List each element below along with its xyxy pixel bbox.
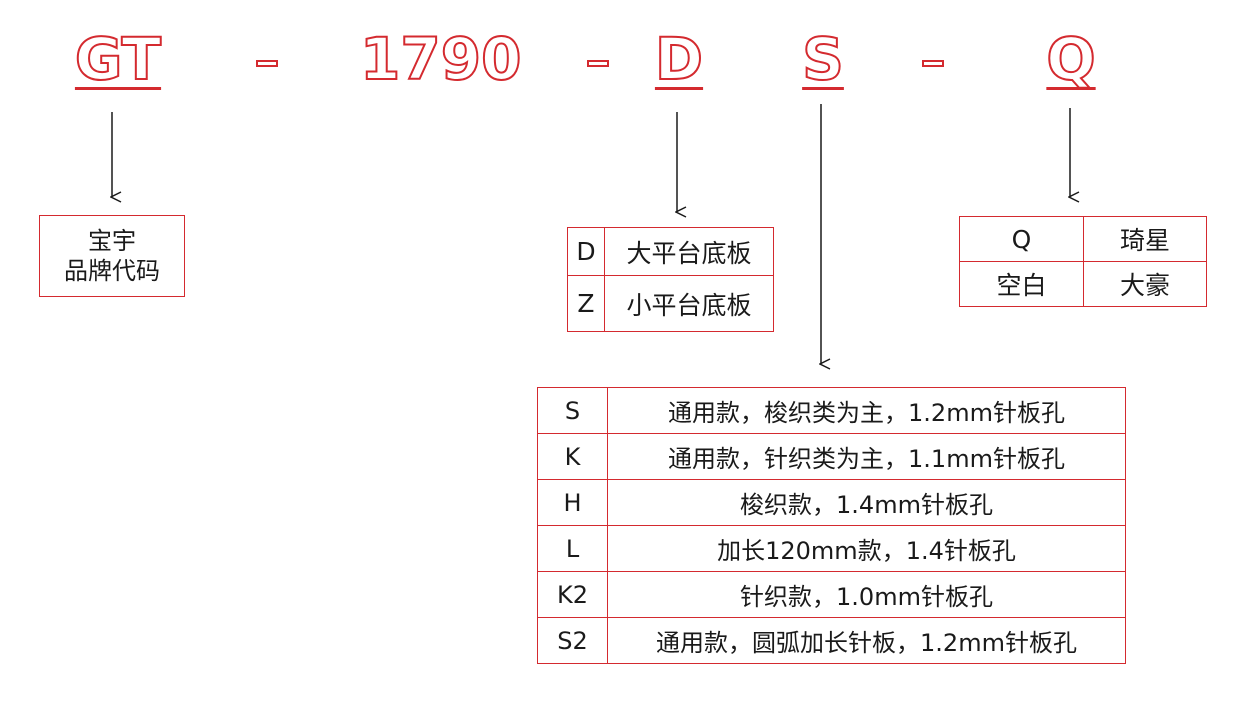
table-row: S 通用款，梭织类为主，1.2mm针板孔 bbox=[537, 387, 1126, 434]
table-row: Q 琦星 bbox=[959, 216, 1207, 262]
table-row: L 加长120mm款，1.4针板孔 bbox=[537, 525, 1126, 572]
board-desc: 小平台底板 bbox=[604, 275, 774, 332]
code-model: 1790 bbox=[359, 24, 522, 94]
needle-desc: 加长120mm款，1.4针板孔 bbox=[607, 525, 1126, 572]
code-needle: S bbox=[801, 24, 845, 94]
needle-code: S2 bbox=[537, 617, 608, 664]
brand-box-line2: 品牌代码 bbox=[64, 257, 160, 285]
table-row: 空白 大豪 bbox=[959, 261, 1207, 307]
board-desc: 大平台底板 bbox=[604, 227, 774, 276]
variant-desc: 琦星 bbox=[1083, 216, 1207, 262]
needle-code: L bbox=[537, 525, 608, 572]
variant-desc: 大豪 bbox=[1083, 261, 1207, 307]
separator-dash-1 bbox=[256, 60, 278, 67]
code-brand: GT bbox=[74, 24, 162, 94]
needle-desc: 通用款，梭织类为主，1.2mm针板孔 bbox=[607, 387, 1126, 434]
needle-code: K2 bbox=[537, 571, 608, 618]
needle-desc: 通用款，圆弧加长针板，1.2mm针板孔 bbox=[607, 617, 1126, 664]
table-row: H 梭织款，1.4mm针板孔 bbox=[537, 479, 1126, 526]
needle-table: S 通用款，梭织类为主，1.2mm针板孔 K 通用款，针织类为主，1.1mm针板… bbox=[537, 387, 1126, 664]
board-code: Z bbox=[567, 275, 605, 332]
variant-code: 空白 bbox=[959, 261, 1084, 307]
code-board: D bbox=[654, 24, 704, 94]
variant-table: Q 琦星 空白 大豪 bbox=[959, 216, 1207, 307]
table-row: K 通用款，针织类为主，1.1mm针板孔 bbox=[537, 433, 1126, 480]
brand-code-box: 宝宇 品牌代码 bbox=[39, 215, 185, 297]
code-variant: Q bbox=[1045, 24, 1096, 94]
needle-desc: 梭织款，1.4mm针板孔 bbox=[607, 479, 1126, 526]
board-code: D bbox=[567, 227, 605, 276]
needle-desc: 针织款，1.0mm针板孔 bbox=[607, 571, 1126, 618]
needle-code: K bbox=[537, 433, 608, 480]
brand-box-line1: 宝宇 bbox=[88, 227, 136, 255]
needle-desc: 通用款，针织类为主，1.1mm针板孔 bbox=[607, 433, 1126, 480]
table-row: Z 小平台底板 bbox=[567, 275, 774, 332]
table-row: K2 针织款，1.0mm针板孔 bbox=[537, 571, 1126, 618]
variant-code: Q bbox=[959, 216, 1084, 262]
separator-dash-3 bbox=[922, 60, 944, 67]
needle-code: H bbox=[537, 479, 608, 526]
table-row: S2 通用款，圆弧加长针板，1.2mm针板孔 bbox=[537, 617, 1126, 664]
separator-dash-2 bbox=[587, 60, 609, 67]
table-row: D 大平台底板 bbox=[567, 227, 774, 276]
needle-code: S bbox=[537, 387, 608, 434]
board-table: D 大平台底板 Z 小平台底板 bbox=[567, 227, 774, 332]
